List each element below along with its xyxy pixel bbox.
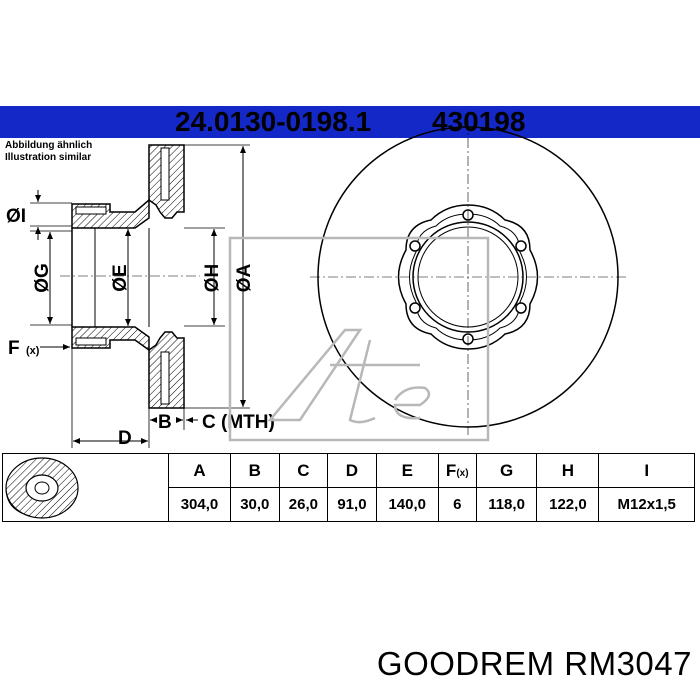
spec-value-b: 30,0: [230, 487, 280, 522]
spec-header-b: B: [230, 453, 280, 488]
footer-brand: GOODREM RM3047: [376, 645, 692, 682]
cross-section-view: [30, 144, 250, 448]
spec-value-e: 140,0: [375, 487, 439, 522]
illustration-note-en: Illustration similar: [5, 152, 92, 163]
spec-header-f-suffix: (x): [456, 467, 469, 479]
dim-label-h: ØH: [202, 264, 223, 293]
dim-label-d: D: [118, 428, 132, 449]
spec-table-thumbnail-cell: [2, 453, 169, 522]
spec-header-a: A: [168, 453, 231, 488]
title-bar: [0, 106, 700, 138]
spec-value-a: 304,0: [168, 487, 231, 522]
spec-header-f: F(x): [437, 453, 477, 488]
spec-header-d: D: [327, 453, 377, 488]
disc-front-view: [310, 120, 628, 435]
spec-value-g: 118,0: [475, 487, 538, 522]
ate-logo-watermark: [228, 236, 490, 442]
dim-label-f: F: [8, 338, 20, 359]
spec-value-f: 6: [437, 487, 477, 522]
spec-value-d: 91,0: [327, 487, 377, 522]
spec-header-f-letter: F: [445, 460, 457, 480]
dim-label-f-sub: (x): [26, 345, 40, 357]
reference-number: 430198: [432, 106, 526, 137]
spec-value-h: 122,0: [536, 487, 600, 522]
part-number: 24.0130-0198.1: [175, 106, 372, 137]
dim-label-b: B: [158, 412, 172, 433]
spec-header-i: I: [598, 453, 695, 488]
dim-label-c: C (MTH): [202, 412, 275, 433]
illustration-note-de: Abbildung ähnlich: [5, 140, 93, 151]
dim-label-a: ØA: [234, 263, 255, 292]
spec-table-header-row: A B C D E F(x) G H I: [2, 453, 695, 522]
spec-header-h: H: [536, 453, 600, 488]
spec-header-c: C: [278, 453, 329, 488]
spec-table: A B C D E F(x) G H I 304,0 30,0 26,0 91,…: [2, 453, 695, 522]
spec-header-g: G: [475, 453, 538, 488]
dim-label-g: ØG: [32, 263, 53, 293]
spec-table-value-row: 304,0 30,0 26,0 91,0 140,0 6 118,0 122,0…: [3, 487, 695, 522]
spec-value-c: 26,0: [278, 487, 329, 522]
dim-label-i: ØI: [6, 206, 26, 227]
spec-value-i: M12x1,5: [598, 487, 695, 522]
dim-label-e: ØE: [110, 264, 131, 291]
spec-header-e: E: [375, 453, 439, 488]
